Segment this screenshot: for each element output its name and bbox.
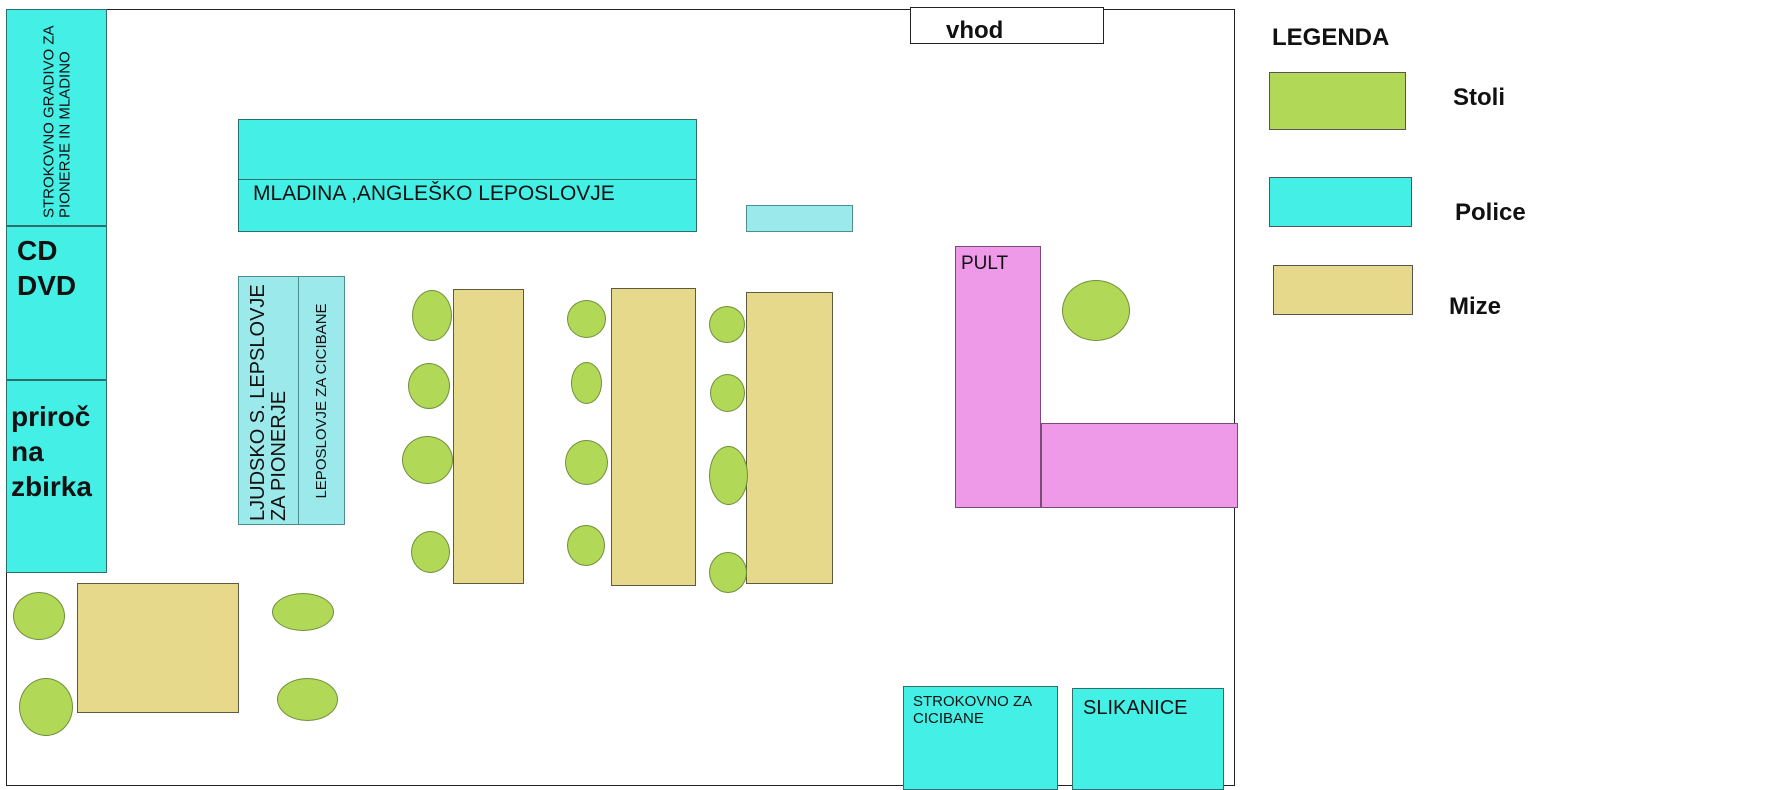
- chair: [1062, 280, 1130, 341]
- entrance-label: vhod: [946, 17, 1004, 44]
- chair: [571, 362, 602, 404]
- reference-text-3: zbirka: [11, 471, 92, 502]
- desk-1: [453, 289, 524, 584]
- chair: [402, 436, 453, 484]
- shelf-youth-english-label: MLADINA ,ANGLEŠKO LEPOSLOVJE: [253, 182, 615, 205]
- chair: [567, 300, 606, 338]
- shelf-folk-literature-label: LJUDSKO S. LEPSLOVJE ZA PIONERJE: [246, 283, 290, 521]
- desk-3: [746, 292, 833, 584]
- chair: [710, 374, 745, 412]
- legend-swatch-shelves: [1269, 177, 1412, 227]
- counter-label: PULT: [961, 253, 1009, 274]
- shelf-preschool-literature-label: LEPOSLOVJE ZA CICIBANE: [312, 302, 330, 499]
- legend-label-tables: Mize: [1449, 293, 1502, 320]
- chair: [565, 440, 608, 485]
- chair: [408, 363, 450, 409]
- shelf-technical-youth-label: STROKOVNO GRADIVO ZA PIONERJE IN MLADINO: [39, 25, 73, 218]
- chair: [412, 290, 452, 341]
- shelf-picture-books: SLIKANICE: [1072, 688, 1224, 790]
- chair: [411, 531, 450, 573]
- chair: [272, 593, 334, 631]
- legend-swatch-chairs: [1269, 72, 1406, 130]
- chair: [709, 552, 747, 593]
- chair: [277, 678, 338, 721]
- legend-swatch-tables: [1273, 265, 1413, 315]
- entrance-box: vhod: [910, 7, 1104, 44]
- chair: [709, 306, 745, 343]
- shelf-cd-dvd: CD DVD: [6, 226, 107, 380]
- shelf-cd-dvd-label: CD DVD: [17, 233, 76, 303]
- shelf-folk-literature: LJUDSKO S. LEPSLOVJE ZA PIONERJE: [238, 276, 299, 525]
- shelf-divider: [239, 179, 696, 180]
- chair: [13, 592, 65, 640]
- shelf-reference: priroč na zbirka: [6, 380, 107, 573]
- chair: [709, 446, 748, 505]
- dvd-text: DVD: [17, 270, 77, 301]
- legend-title: LEGENDA: [1272, 24, 1390, 51]
- counter-horizontal: [1041, 423, 1238, 508]
- chair: [19, 678, 73, 736]
- shelf-preschool-literature: LEPOSLOVJE ZA CICIBANE: [298, 276, 345, 525]
- shelf-picture-books-label: SLIKANICE: [1083, 697, 1188, 719]
- shelf-youth-english: MLADINA ,ANGLEŠKO LEPOSLOVJE: [238, 119, 697, 232]
- cd-text: CD: [17, 235, 58, 266]
- small-shelf: [746, 205, 853, 232]
- counter-vertical: PULT: [955, 246, 1041, 508]
- legend-label-shelves: Police: [1455, 199, 1526, 226]
- chair: [567, 525, 605, 566]
- shelf-preschool-nonfiction: STROKOVNO ZA CICIBANE: [903, 686, 1058, 790]
- desk-2: [611, 288, 696, 586]
- shelf-technical-youth: STROKOVNO GRADIVO ZA PIONERJE IN MLADINO: [6, 9, 107, 226]
- shelf-reference-label: priroč na zbirka: [11, 399, 92, 504]
- desk-4: [77, 583, 239, 713]
- reference-text-2: na: [11, 436, 44, 467]
- shelf-preschool-nonfiction-label: STROKOVNO ZA CICIBANE: [913, 693, 1032, 727]
- legend-label-chairs: Stoli: [1453, 84, 1505, 111]
- reference-text-1: priroč: [11, 401, 91, 432]
